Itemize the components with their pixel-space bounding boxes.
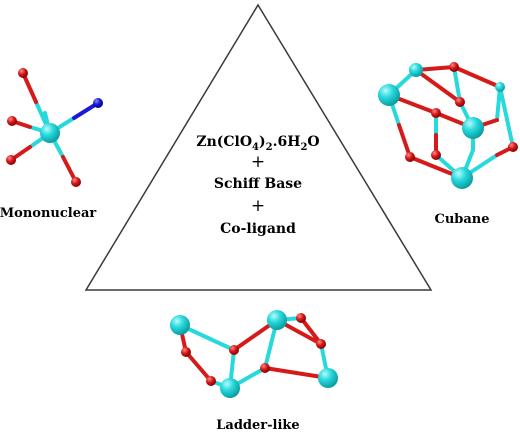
oxygen-atom (18, 68, 28, 78)
ladder-label: Ladder-like (216, 418, 299, 433)
zinc-atom (40, 123, 60, 143)
co-ligand-label: Co-ligand (220, 221, 296, 237)
oxygen-atom (181, 347, 191, 357)
zinc-atom (495, 82, 505, 92)
zinc-atom (451, 167, 473, 189)
mononuclear-label: Mononuclear (0, 206, 96, 221)
zinc-atom (318, 368, 338, 388)
nitrogen-atom (93, 98, 103, 108)
zinc-atom (409, 63, 423, 77)
oxygen-atom (449, 62, 459, 72)
mononuclear-structure (6, 68, 103, 187)
plus-sign-1: + (251, 152, 265, 172)
oxygen-atom (296, 313, 306, 323)
oxygen-atom (206, 376, 216, 386)
oxygen-atom (229, 345, 239, 355)
oxygen-atom (508, 142, 518, 152)
schiff-base-label: Schiff Base (214, 176, 302, 192)
oxygen-atom (7, 116, 17, 126)
cubane-structure (378, 62, 518, 189)
oxygen-atom (431, 150, 441, 160)
oxygen-atom (455, 97, 465, 107)
central-triangle (84, 3, 433, 291)
reagent-formula: Zn(ClO4)2.6H2O (196, 134, 319, 153)
oxygen-atom (71, 177, 81, 187)
cubane-label: Cubane (434, 212, 489, 227)
oxygen-atom (431, 108, 441, 118)
oxygen-atom (260, 363, 270, 373)
zinc-atom (378, 84, 400, 106)
zinc-atom (220, 378, 240, 398)
zinc-atom (267, 310, 287, 330)
zinc-atom (462, 117, 484, 139)
oxygen-atom (6, 155, 16, 165)
oxygen-atom (316, 339, 326, 349)
zinc-atom (170, 315, 190, 335)
oxygen-atom (405, 152, 415, 162)
ladder-structure (170, 310, 338, 398)
plus-sign-2: + (251, 196, 265, 216)
